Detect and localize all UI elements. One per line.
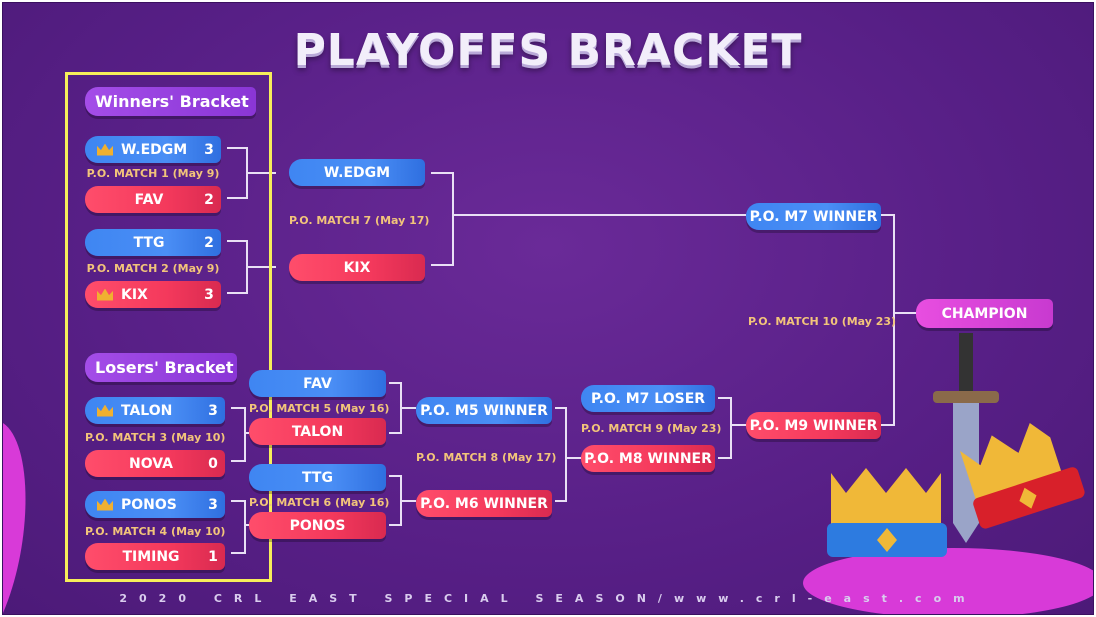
crown-icon [97,498,113,511]
match-label: P.O. MATCH 5 (May 16) [249,402,390,415]
match7-top: W.EDGM [289,159,425,186]
crown-icon [97,288,113,301]
winners-bracket-label: Winners' Bracket [85,87,256,116]
bracket-connectors [227,147,916,554]
page-title: PLAYOFFS BRACKET [293,25,803,76]
match-label: P.O. MATCH 7 (May 17) [289,214,430,227]
match-label: P.O. MATCH 4 (May 10) [85,525,226,538]
slime-decoration [3,423,26,613]
match8-bottom: P.O. M6 WINNER [416,490,552,517]
match-label: P.O. MATCH 10 (May 23) [748,315,897,328]
losers-bracket-label: Losers' Bracket [85,353,237,382]
match5-bottom: TALON [249,418,386,445]
highlight-box [65,72,272,582]
match8-top: P.O. M5 WINNER [416,397,552,424]
final-bottom: P.O. M9 WINNER [746,412,881,439]
champion-label: CHAMPION [916,299,1053,328]
match-label: P.O. MATCH 2 (May 9) [86,262,220,275]
footer-text: 2020 CRL EAST SPECIAL SEASON/www.crl-eas… [119,592,977,605]
match6-top: TTG [249,464,386,491]
crown-icon [97,143,113,156]
match7-bottom: KIX [289,254,425,281]
crowns-sword-decoration [803,333,1093,614]
match-label: P.O. MATCH 6 (May 16) [249,496,390,509]
crown-icon [97,404,113,417]
match-label: P.O. MATCH 8 (May 17) [416,451,557,464]
match5-top: FAV [249,370,386,397]
match6-bottom: PONOS [249,512,386,539]
match-label: P.O. MATCH 3 (May 10) [85,431,226,444]
match-label: P.O. MATCH 9 (May 23) [581,422,722,435]
final-top: P.O. M7 WINNER [746,203,881,230]
match9-bottom: P.O. M8 WINNER [581,445,715,472]
match9-top: P.O. M7 LOSER [581,385,715,412]
match-label: P.O. MATCH 1 (May 9) [86,167,220,180]
